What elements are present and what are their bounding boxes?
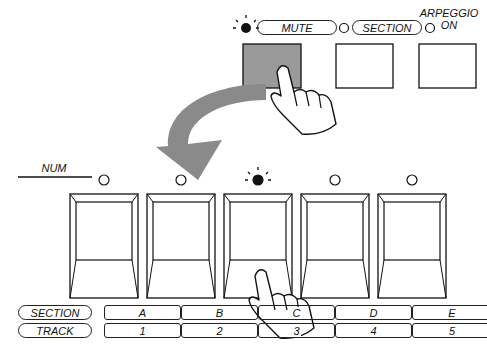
panel-label-pill: MUTE — [257, 20, 337, 35]
button-top — [76, 202, 132, 260]
button-label-cell: E — [412, 305, 487, 320]
panel-label-pill: SECTION — [352, 20, 422, 35]
button-edge — [301, 194, 369, 298]
label-text: A — [138, 307, 147, 319]
label-text: MUTE — [280, 22, 313, 34]
led-lit — [241, 23, 251, 33]
button-top — [384, 202, 440, 260]
group-label: NUM — [24, 162, 84, 174]
label-text: 5 — [448, 325, 456, 337]
section-button — [336, 44, 393, 88]
label-text: 3 — [292, 325, 300, 337]
button-top — [153, 202, 209, 260]
panel-label-pill: SECTION — [18, 305, 92, 320]
label-text: 1 — [138, 325, 146, 337]
button-label-cell: 5 — [412, 323, 487, 338]
button-label-cell: 4 — [335, 323, 412, 338]
button-edge — [70, 194, 138, 298]
label-text: SECTION — [362, 22, 413, 34]
button-label-cell: 1 — [104, 323, 181, 338]
label-text: SECTION — [30, 307, 81, 319]
button-top — [230, 202, 286, 260]
led — [176, 175, 186, 185]
button-edge — [147, 194, 215, 298]
button-label-cell: A — [104, 305, 181, 320]
label-text: B — [215, 307, 224, 319]
label-text: 4 — [369, 325, 377, 337]
led — [330, 175, 340, 185]
led — [407, 175, 417, 185]
mute-button — [243, 44, 301, 88]
label-text: D — [369, 307, 379, 319]
led — [99, 175, 109, 185]
button-edge — [378, 194, 446, 298]
curved-arrow — [156, 84, 266, 180]
button-label-cell: C — [258, 305, 335, 320]
led-rays — [245, 167, 271, 180]
label-text: 2 — [215, 325, 223, 337]
led — [253, 175, 263, 185]
button-top — [307, 202, 363, 260]
label-text: C — [292, 307, 302, 319]
led — [426, 24, 435, 33]
button-caption: ARPEGGIO ON — [416, 7, 482, 31]
button-label-cell: 3 — [258, 323, 335, 338]
label-text: TRACK — [35, 325, 74, 337]
track-button — [147, 194, 215, 298]
button-label-cell: B — [181, 305, 258, 320]
arpeggio-button — [419, 44, 476, 88]
track-button — [378, 194, 446, 298]
panel-label-pill: TRACK — [18, 323, 92, 338]
led — [340, 24, 349, 33]
button-label-cell: 2 — [181, 323, 258, 338]
track-button — [301, 194, 369, 298]
label-text: E — [447, 307, 456, 319]
button-label-cell: D — [335, 305, 412, 320]
track-button — [70, 194, 138, 298]
